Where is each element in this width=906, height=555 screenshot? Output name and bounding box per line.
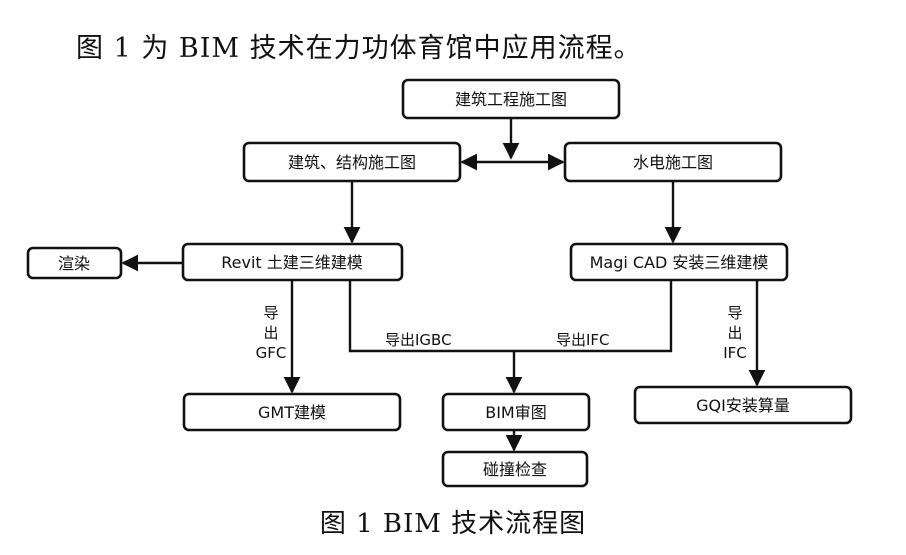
figure-caption: 图 1 BIM 技术流程图	[319, 509, 587, 539]
edge-label-export-igbc: 导出IGBC	[385, 331, 452, 349]
node-revit-label: Revit 土建三维建模	[221, 253, 363, 272]
edge-label-export-ifc-right-2: 出	[727, 324, 742, 342]
edge-label-export-ifc-right-3: IFC	[723, 344, 747, 362]
edge-revit-to-bim-review	[348, 280, 514, 353]
node-clash: 碰撞检查	[441, 450, 589, 488]
node-clash-label: 碰撞检查	[483, 460, 547, 479]
node-gqi-label: GQI安装算量	[696, 396, 790, 415]
edge-label-export-gfc-3: GFC	[256, 344, 287, 362]
node-bim-review-label: BIM审图	[485, 403, 547, 422]
node-bim-review: BIM审图	[441, 392, 591, 432]
node-render-label: 渲染	[58, 254, 90, 273]
node-mep-drawings-label: 水电施工图	[633, 153, 713, 172]
node-gmt: GMT建模	[182, 392, 402, 432]
node-arch-struct-drawings: 建筑、结构施工图	[242, 141, 462, 183]
node-mep-drawings: 水电施工图	[563, 141, 783, 183]
node-gqi: GQI安装算量	[633, 385, 853, 425]
node-magicad-label: Magi CAD 安装三维建模	[590, 253, 769, 272]
node-gmt-label: GMT建模	[258, 403, 326, 422]
intro-text: 图 1 为 BIM 技术在力功体育馆中应用流程。	[76, 33, 642, 64]
edge-magicad-to-bim-review	[514, 280, 673, 353]
edge-label-export-ifc-right-1: 导	[727, 304, 742, 322]
edge-label-export-ifc-mid: 导出IFC	[556, 331, 610, 349]
node-arch-drawings: 建筑工程施工图	[401, 78, 621, 120]
node-revit: Revit 土建三维建模	[181, 242, 404, 282]
node-arch-struct-drawings-label: 建筑、结构施工图	[288, 153, 416, 172]
edge-label-export-gfc-2: 出	[263, 324, 278, 342]
node-render: 渲染	[26, 246, 123, 280]
node-arch-drawings-label: 建筑工程施工图	[455, 90, 567, 109]
node-magicad: Magi CAD 安装三维建模	[569, 242, 789, 282]
edge-label-export-gfc-1: 导	[263, 304, 278, 322]
